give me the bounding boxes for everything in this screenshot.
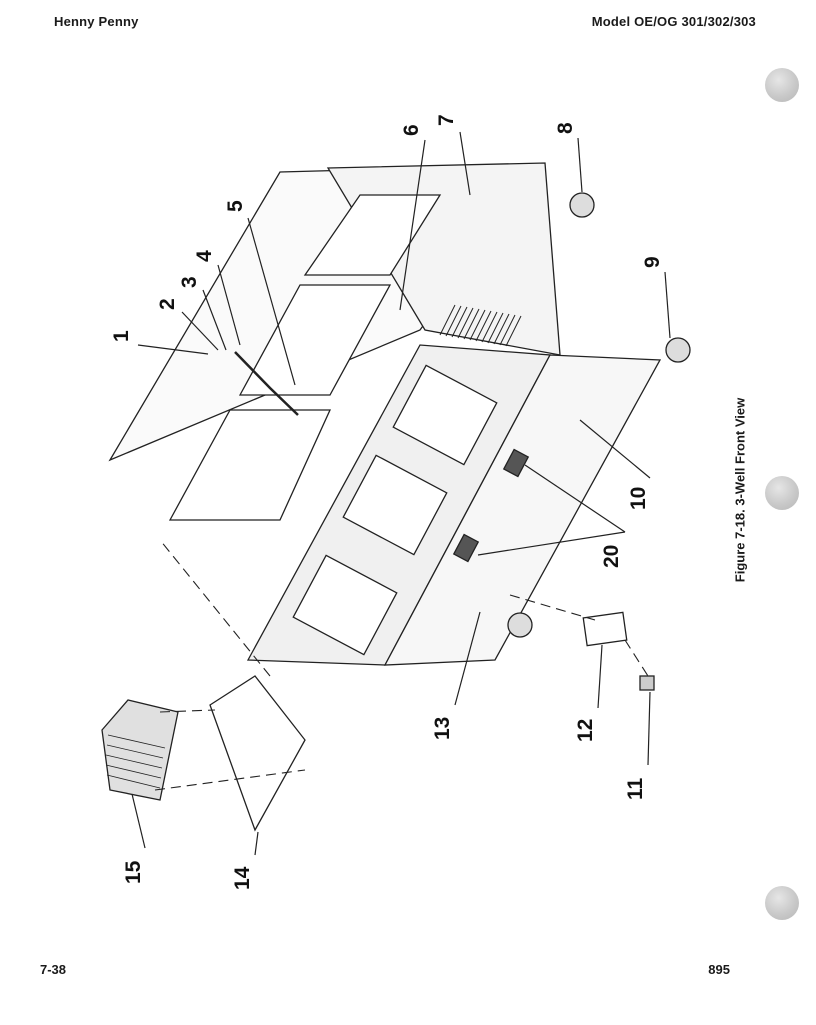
callout-12: 12 [574, 719, 597, 742]
label-plate-a [452, 533, 480, 563]
leader-lines [131, 131, 671, 856]
control-modules [292, 364, 498, 656]
caster-front-right [665, 337, 691, 363]
header-model: Model OE/OG 301/302/303 [591, 14, 756, 29]
callout-14: 14 [231, 866, 254, 890]
callout-1: 1 [110, 330, 133, 342]
callout-3: 3 [178, 276, 201, 288]
crumb-tray [209, 675, 306, 832]
page-number-left: 7-38 [40, 962, 67, 977]
figure-caption: Figure 7-18. 3-Well Front View [732, 397, 748, 583]
punch-hole-middle [765, 476, 799, 510]
header-brand: Henny Penny [54, 14, 139, 29]
callout-6: 6 [400, 124, 423, 136]
punch-hole-bottom [765, 886, 799, 920]
caster-rear-right [569, 192, 595, 218]
explosion-lines [154, 539, 649, 791]
callout-7: 7 [435, 114, 458, 126]
part-11-knob [639, 675, 655, 691]
label-plate-b [502, 448, 530, 478]
well-3 [303, 194, 442, 276]
callout-10: 10 [627, 487, 650, 510]
vent-slots [439, 304, 522, 347]
page-number-right: 895 [708, 962, 730, 977]
well-1 [168, 409, 332, 521]
callout-4: 4 [193, 250, 216, 262]
callout-20: 20 [600, 545, 623, 568]
callout-8: 8 [554, 122, 577, 134]
front-cabinet [383, 354, 662, 666]
callout-13: 13 [431, 717, 454, 740]
well-2 [238, 284, 392, 396]
callout-11: 11 [624, 777, 647, 800]
callout-5: 5 [224, 200, 247, 212]
punch-hole-top [765, 68, 799, 102]
caster-front-left [507, 612, 533, 638]
drain-handle [234, 351, 299, 416]
callout-9: 9 [641, 256, 664, 268]
part-12-plate [582, 611, 628, 647]
callout-15: 15 [122, 860, 145, 884]
callout-2: 2 [156, 298, 179, 310]
fry-basket [101, 699, 179, 801]
